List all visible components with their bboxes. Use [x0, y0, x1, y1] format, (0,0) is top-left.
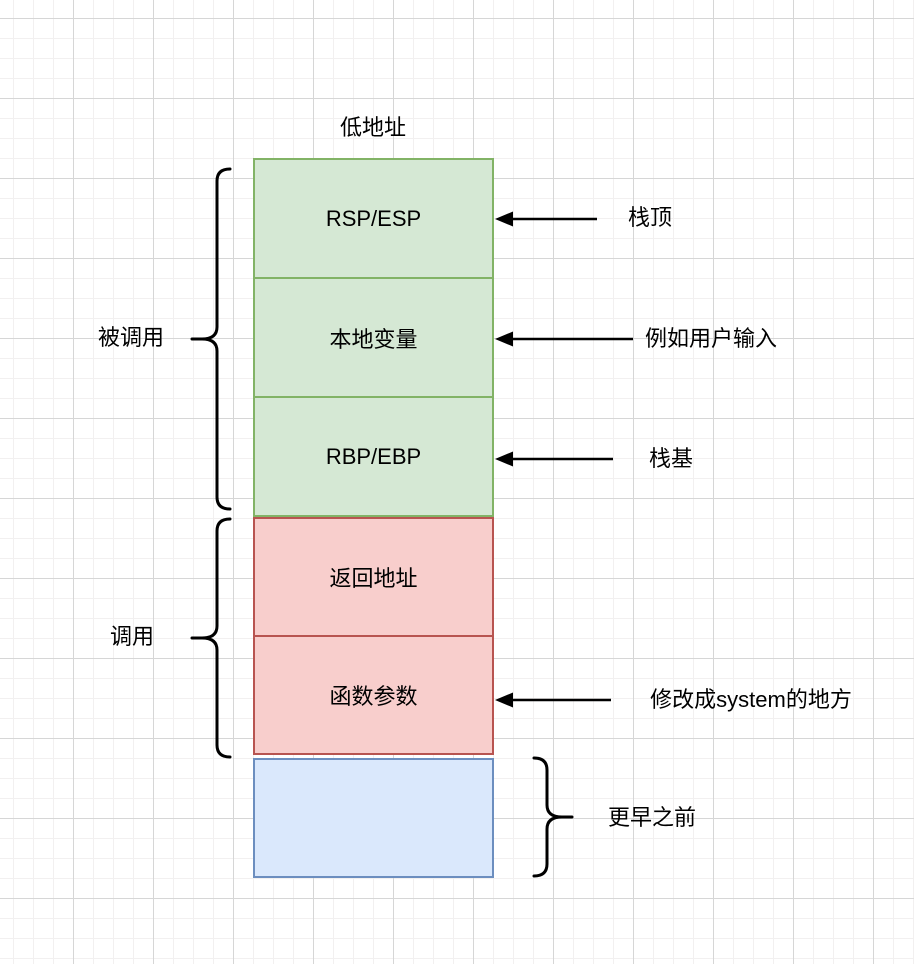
system-overwrite-label: 修改成system的地方 — [650, 687, 852, 712]
stack-top-label: 栈顶 — [627, 205, 672, 230]
stack-box-label: 函数参数 — [329, 684, 418, 709]
stack-box-label: 本地变量 — [329, 326, 418, 352]
stack-box-rsp-esp: RSP/ESP — [253, 158, 494, 279]
stack-box-function-args: 函数参数 — [253, 635, 494, 755]
earlier-brace-icon — [532, 756, 574, 878]
callee-brace-icon — [190, 167, 232, 511]
caller-brace-icon — [190, 517, 232, 759]
stack-box-label: RBP/EBP — [325, 443, 422, 469]
user-input-label: 例如用户输入 — [644, 326, 777, 351]
system-overwrite-arrow-icon — [495, 692, 611, 708]
stack-box-return-address: 返回地址 — [253, 517, 494, 637]
stack-box-earlier-frame — [253, 758, 494, 878]
stack-base-label: 栈基 — [648, 446, 693, 471]
callee-label: 被调用 — [97, 325, 164, 350]
stack-box-local-vars: 本地变量 — [253, 277, 494, 398]
stack-box-label: RSP/ESP — [325, 205, 422, 231]
low-address-label: 低地址 — [339, 115, 406, 140]
caller-label: 调用 — [109, 624, 154, 649]
stack-base-arrow-icon — [495, 451, 613, 467]
stack-top-arrow-icon — [495, 211, 597, 227]
stack-box-rbp-ebp: RBP/EBP — [253, 396, 494, 517]
earlier-label: 更早之前 — [607, 805, 696, 830]
stack-box-label: 返回地址 — [329, 566, 418, 591]
user-input-arrow-icon — [495, 331, 633, 347]
